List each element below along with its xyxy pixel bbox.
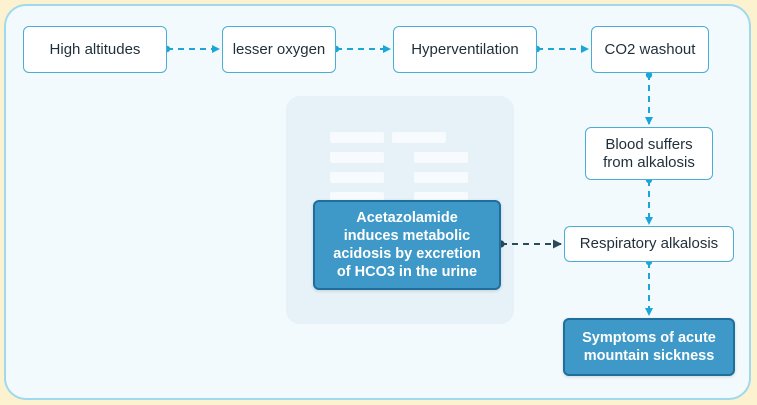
node-blood-alkalosis: Blood suffers from alkalosis: [585, 127, 713, 180]
node-co2-washout: CO2 washout: [591, 26, 709, 73]
node-hyperventilation: Hyperventilation: [393, 26, 537, 73]
node-hyperventilation-label: Hyperventilation: [411, 40, 519, 58]
node-respiratory-alkalosis-label: Respiratory alkalosis: [579, 235, 719, 252]
node-respiratory-alkalosis: Respiratory alkalosis: [564, 226, 734, 262]
node-blood-alkalosis-label: Blood suffers from alkalosis: [603, 135, 695, 171]
node-lesser-oxygen-label: lesser oxygen: [232, 40, 326, 58]
node-symptoms-label: Symptoms of acute mountain sickness: [582, 330, 716, 364]
node-high-altitudes: High altitudes: [23, 26, 167, 73]
node-high-altitudes-label: High altitudes: [49, 40, 141, 58]
node-lesser-oxygen: lesser oxygen: [222, 26, 336, 73]
node-acetazolamide-label: Acetazolamide induces metabolic acidosis…: [333, 210, 481, 280]
node-symptoms: Symptoms of acute mountain sickness: [563, 318, 735, 376]
node-co2-washout-label: CO2 washout: [604, 40, 696, 58]
node-acetazolamide: Acetazolamide induces metabolic acidosis…: [313, 200, 501, 290]
